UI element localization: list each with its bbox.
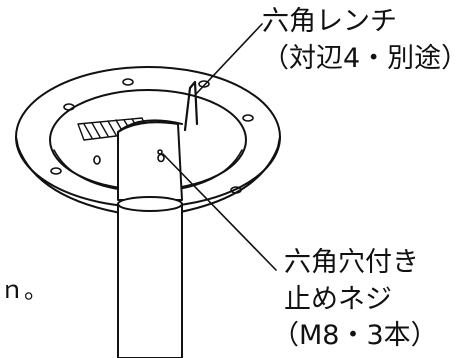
- wrench-leader-line: [195, 23, 263, 95]
- set-screw-label-line1: 六角穴付き: [284, 247, 419, 278]
- wrench-label-line1: 六角レンチ: [262, 6, 397, 37]
- pole-boss: [117, 119, 183, 201]
- set-screw-label-line2: 止めネジ: [284, 284, 392, 315]
- cropped-text-fragment: ｎ。: [0, 276, 48, 304]
- pole-pipe: [117, 196, 183, 358]
- wrench-label-line2: （対辺4・別途）: [262, 43, 467, 74]
- set-screw-label-line3: （M8・3本）: [272, 320, 438, 351]
- hex-wrench: [183, 80, 199, 132]
- recess-slot: [93, 155, 101, 165]
- set-screw-hole: [157, 149, 165, 163]
- screw-leader-line: [162, 153, 277, 271]
- mounting-holes: [50, 78, 254, 194]
